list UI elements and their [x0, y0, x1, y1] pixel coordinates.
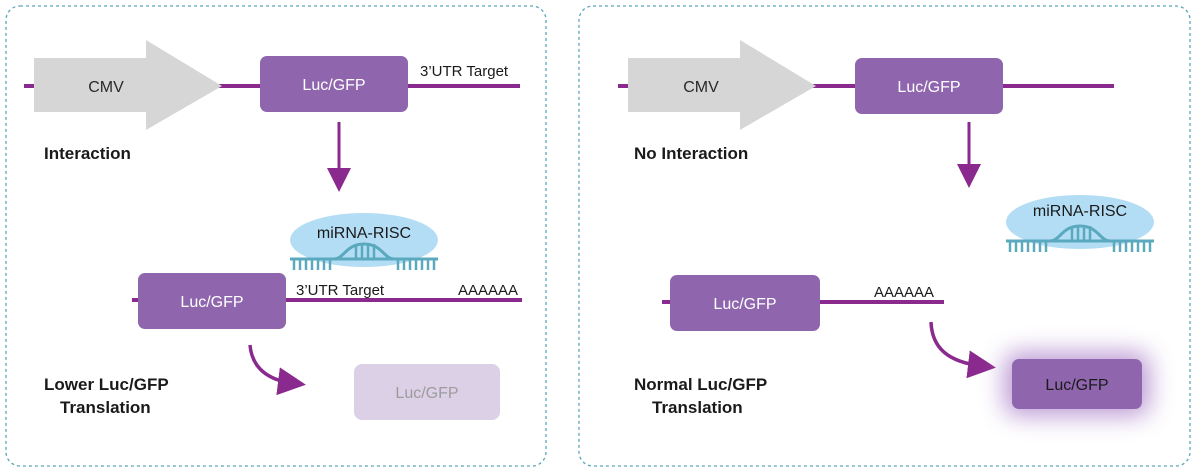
right-result-label-line2: Translation	[652, 398, 743, 417]
right-panel-border	[578, 5, 1191, 467]
left-reporter-label: Luc/GFP	[302, 77, 365, 94]
left-panel: CMV Luc/GFP 3’UTR Target Interaction miR…	[5, 5, 547, 467]
left-mrna-utr-label: 3’UTR Target	[296, 282, 385, 299]
right-mrna-reporter-label: Luc/GFP	[713, 296, 776, 313]
left-result-label-line1: Lower Luc/GFP	[44, 375, 169, 394]
left-reporter-box	[260, 56, 408, 112]
right-polya-label: AAAAAA	[874, 284, 934, 301]
left-mrna-reporter-label: Luc/GFP	[180, 294, 243, 311]
left-panel-border	[5, 5, 547, 467]
left-protein-box-faded	[354, 364, 500, 420]
left-mrna-reporter-box	[138, 273, 286, 329]
right-mrna-reporter-box	[670, 275, 820, 331]
right-cmv-promoter-arrow	[628, 40, 816, 130]
right-condition-label: No Interaction	[634, 144, 748, 163]
right-panel: CMV Luc/GFP No Interaction miRNA-RISC Lu…	[578, 5, 1191, 467]
left-protein-label: Luc/GFP	[395, 385, 458, 402]
right-protein-box	[1012, 359, 1142, 409]
left-result-label-line2: Translation	[60, 398, 151, 417]
left-cmv-label: CMV	[88, 79, 124, 96]
right-reporter-label: Luc/GFP	[897, 79, 960, 96]
left-utr-target-label: 3’UTR Target	[420, 63, 509, 80]
right-risc-label: miRNA-RISC	[1033, 203, 1127, 220]
right-protein-label: Luc/GFP	[1045, 377, 1108, 394]
right-reporter-box	[855, 58, 1003, 114]
left-condition-label: Interaction	[44, 144, 131, 163]
left-cmv-promoter-arrow	[34, 40, 222, 130]
left-risc-label: miRNA-RISC	[317, 225, 411, 242]
right-translation-arrow	[929, 321, 996, 379]
right-cmv-label: CMV	[683, 79, 719, 96]
left-polya-label: AAAAAA	[458, 282, 518, 299]
right-result-label-line1: Normal Luc/GFP	[634, 375, 767, 394]
left-translation-arrow	[248, 344, 306, 396]
